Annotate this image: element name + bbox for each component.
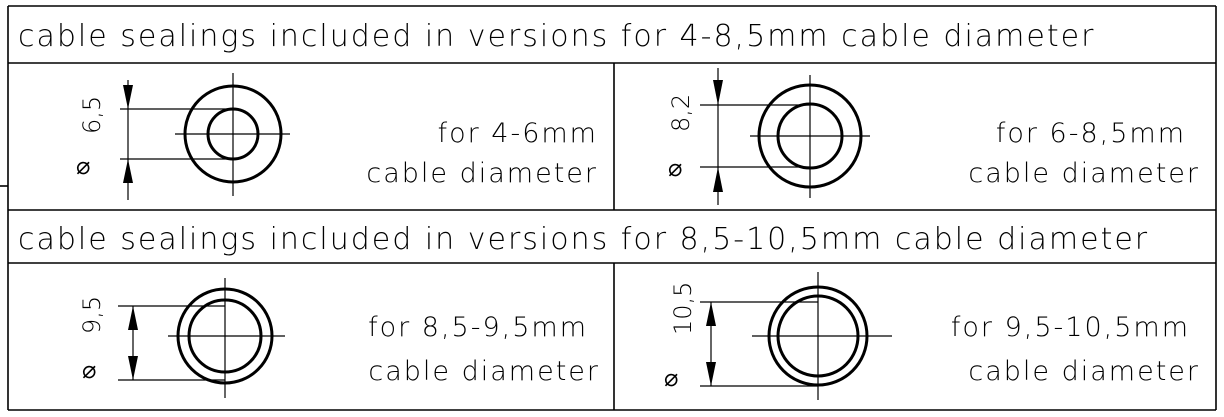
table-grid xyxy=(0,5,1217,411)
seal-drawing xyxy=(700,68,870,205)
header-row-1: cable sealings included in versions for … xyxy=(18,19,1095,54)
dimension-label: 10,5 xyxy=(669,282,697,335)
header-row-2: cable sealings included in versions for … xyxy=(18,222,1149,257)
diameter-symbol: ⌀ xyxy=(76,152,90,180)
caption-line-1: for 6-8,5mm xyxy=(996,118,1186,149)
seal-cell-6-5: 6,5 ⌀ for 4-6mm cable diameter xyxy=(76,73,598,200)
caption-line-2: cable diameter xyxy=(368,356,600,387)
dimension-label: 6,5 xyxy=(78,96,106,134)
diameter-symbol: ⌀ xyxy=(664,364,678,392)
diameter-symbol: ⌀ xyxy=(82,356,96,384)
caption-line-1: for 4-6mm xyxy=(438,118,598,149)
seal-drawing xyxy=(118,278,285,398)
caption-line-2: cable diameter xyxy=(968,356,1200,387)
dimension-label: 9,5 xyxy=(78,296,106,334)
seal-drawing xyxy=(700,272,892,400)
dimension-label: 8,2 xyxy=(667,94,695,132)
caption-line-1: for 9,5-10,5mm xyxy=(951,312,1190,343)
seal-cell-10-5: 10,5 ⌀ for 9,5-10,5mm cable diameter xyxy=(664,272,1200,400)
caption-line-2: cable diameter xyxy=(366,158,598,189)
seal-cell-8-2: 8,2 ⌀ for 6-8,5mm cable diameter xyxy=(667,68,1200,205)
seal-cell-9-5: 9,5 ⌀ for 8,5-9,5mm cable diameter xyxy=(78,278,600,398)
seal-drawing xyxy=(120,73,290,200)
caption-line-1: for 8,5-9,5mm xyxy=(368,312,588,343)
caption-line-2: cable diameter xyxy=(968,158,1200,189)
diameter-symbol: ⌀ xyxy=(668,154,682,182)
